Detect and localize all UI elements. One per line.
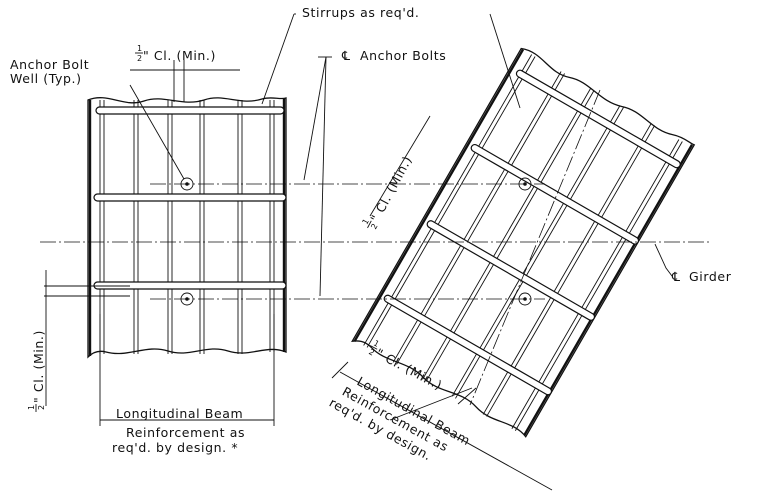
top-clearance-label: 1 2 " Cl. (Min.) [135,44,216,63]
anchor-bolt-label: Anchor Bolt [10,57,89,72]
cl-symbol-girder: ℄ [671,269,681,284]
left-longitudinal-beam-label: Longitudinal Beam [116,406,243,421]
cl-anchor-bolts-label: Anchor Bolts [360,48,446,63]
svg-text:1: 1 [27,405,36,410]
svg-text:" Cl. (Min.): " Cl. (Min.) [367,153,415,224]
left-beam [87,97,287,359]
skewed-beam-centerline [469,89,601,406]
girder-leader [654,243,673,277]
svg-text:1: 1 [372,339,381,349]
left-stirrup-2 [93,193,287,202]
right-beam-edge-right [523,144,694,436]
right-stirrup-2 [470,143,640,245]
svg-text:1: 1 [361,217,371,226]
right-beam [351,47,696,438]
left-reqd-label: req'd. by design. * [112,440,238,455]
right-beam-outline [351,47,696,438]
svg-text:" Cl. (Min.): " Cl. (Min.) [143,48,216,63]
cl-symbol-anchor: ℄ [341,48,351,63]
right-top-clearance-label: 1 2 " Cl. (Min.) [361,153,415,231]
svg-text:2: 2 [37,405,46,410]
well-typ-label: Well (Typ.) [10,71,82,86]
left-reinforcement-label: Reinforcement as [126,425,245,440]
right-stirrup-3 [426,220,596,321]
right-stirrup-1 [515,69,681,169]
svg-text:" Cl. (Min.): " Cl. (Min.) [31,330,46,403]
stirrups-label: Stirrups as req'd. [302,5,420,20]
right-reinforcement-label: Longitudinal Beam Reinforcement as req'd… [327,374,473,464]
right-beam-edge-left [353,48,525,342]
svg-text:2: 2 [369,222,379,231]
right-reinf-dim [339,371,553,491]
right-bottom-clearance-dim [389,387,473,421]
svg-text:1: 1 [137,44,142,53]
cl-anchor-leader-1 [303,56,327,181]
svg-text:2: 2 [367,347,376,357]
cl-anchor-leader-2 [319,56,327,297]
anchor-bolt-well-leader [129,84,185,180]
left-longitudinal-bars [99,100,275,354]
left-clearance-label: 1 2 " Cl. (Min.) [27,330,46,412]
stirrups-leader-left [261,13,295,105]
left-stirrup-1 [95,106,285,115]
left-beam-outline [87,97,287,359]
right-top-clearance-dim [369,115,431,217]
right-stirrup-4 [383,294,553,396]
cl-girder-label: Girder [689,269,732,284]
left-stirrup-3 [93,281,287,290]
stirrups-leader-right [489,13,521,109]
svg-text:2: 2 [137,54,142,63]
